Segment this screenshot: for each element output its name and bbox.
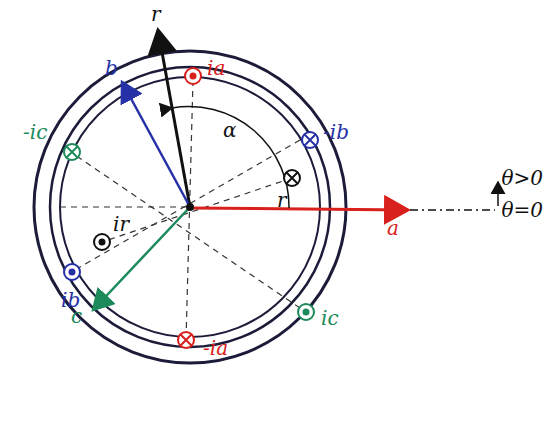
current-label: ic [320, 308, 340, 328]
r-axis [158, 30, 190, 207]
conductors [64, 68, 318, 348]
theta-zero-line [410, 209, 495, 211]
alpha-arc [172, 107, 289, 208]
current-label: -ia [202, 338, 229, 358]
axis-label: b [104, 58, 119, 78]
stator-inner [50, 67, 330, 347]
b-axis [122, 82, 190, 207]
angle-label: α [222, 120, 238, 140]
current-label: -ic [22, 122, 48, 142]
current-label: ir [112, 214, 130, 234]
a-axis [190, 208, 408, 210]
rotor [60, 77, 320, 337]
coil-label: r [276, 190, 288, 210]
angle-label: θ>0 [500, 168, 544, 188]
theta-arrow [497, 182, 499, 206]
c-axis [93, 207, 190, 310]
axis-label: a [386, 218, 400, 238]
current-label: -ib [322, 122, 350, 142]
stator-outer [34, 51, 346, 363]
axis-label: r [150, 4, 162, 24]
current-label: ia [206, 58, 226, 78]
axis-label: c [70, 306, 83, 326]
angle-label: θ=0 [500, 200, 544, 220]
center [186, 203, 194, 211]
